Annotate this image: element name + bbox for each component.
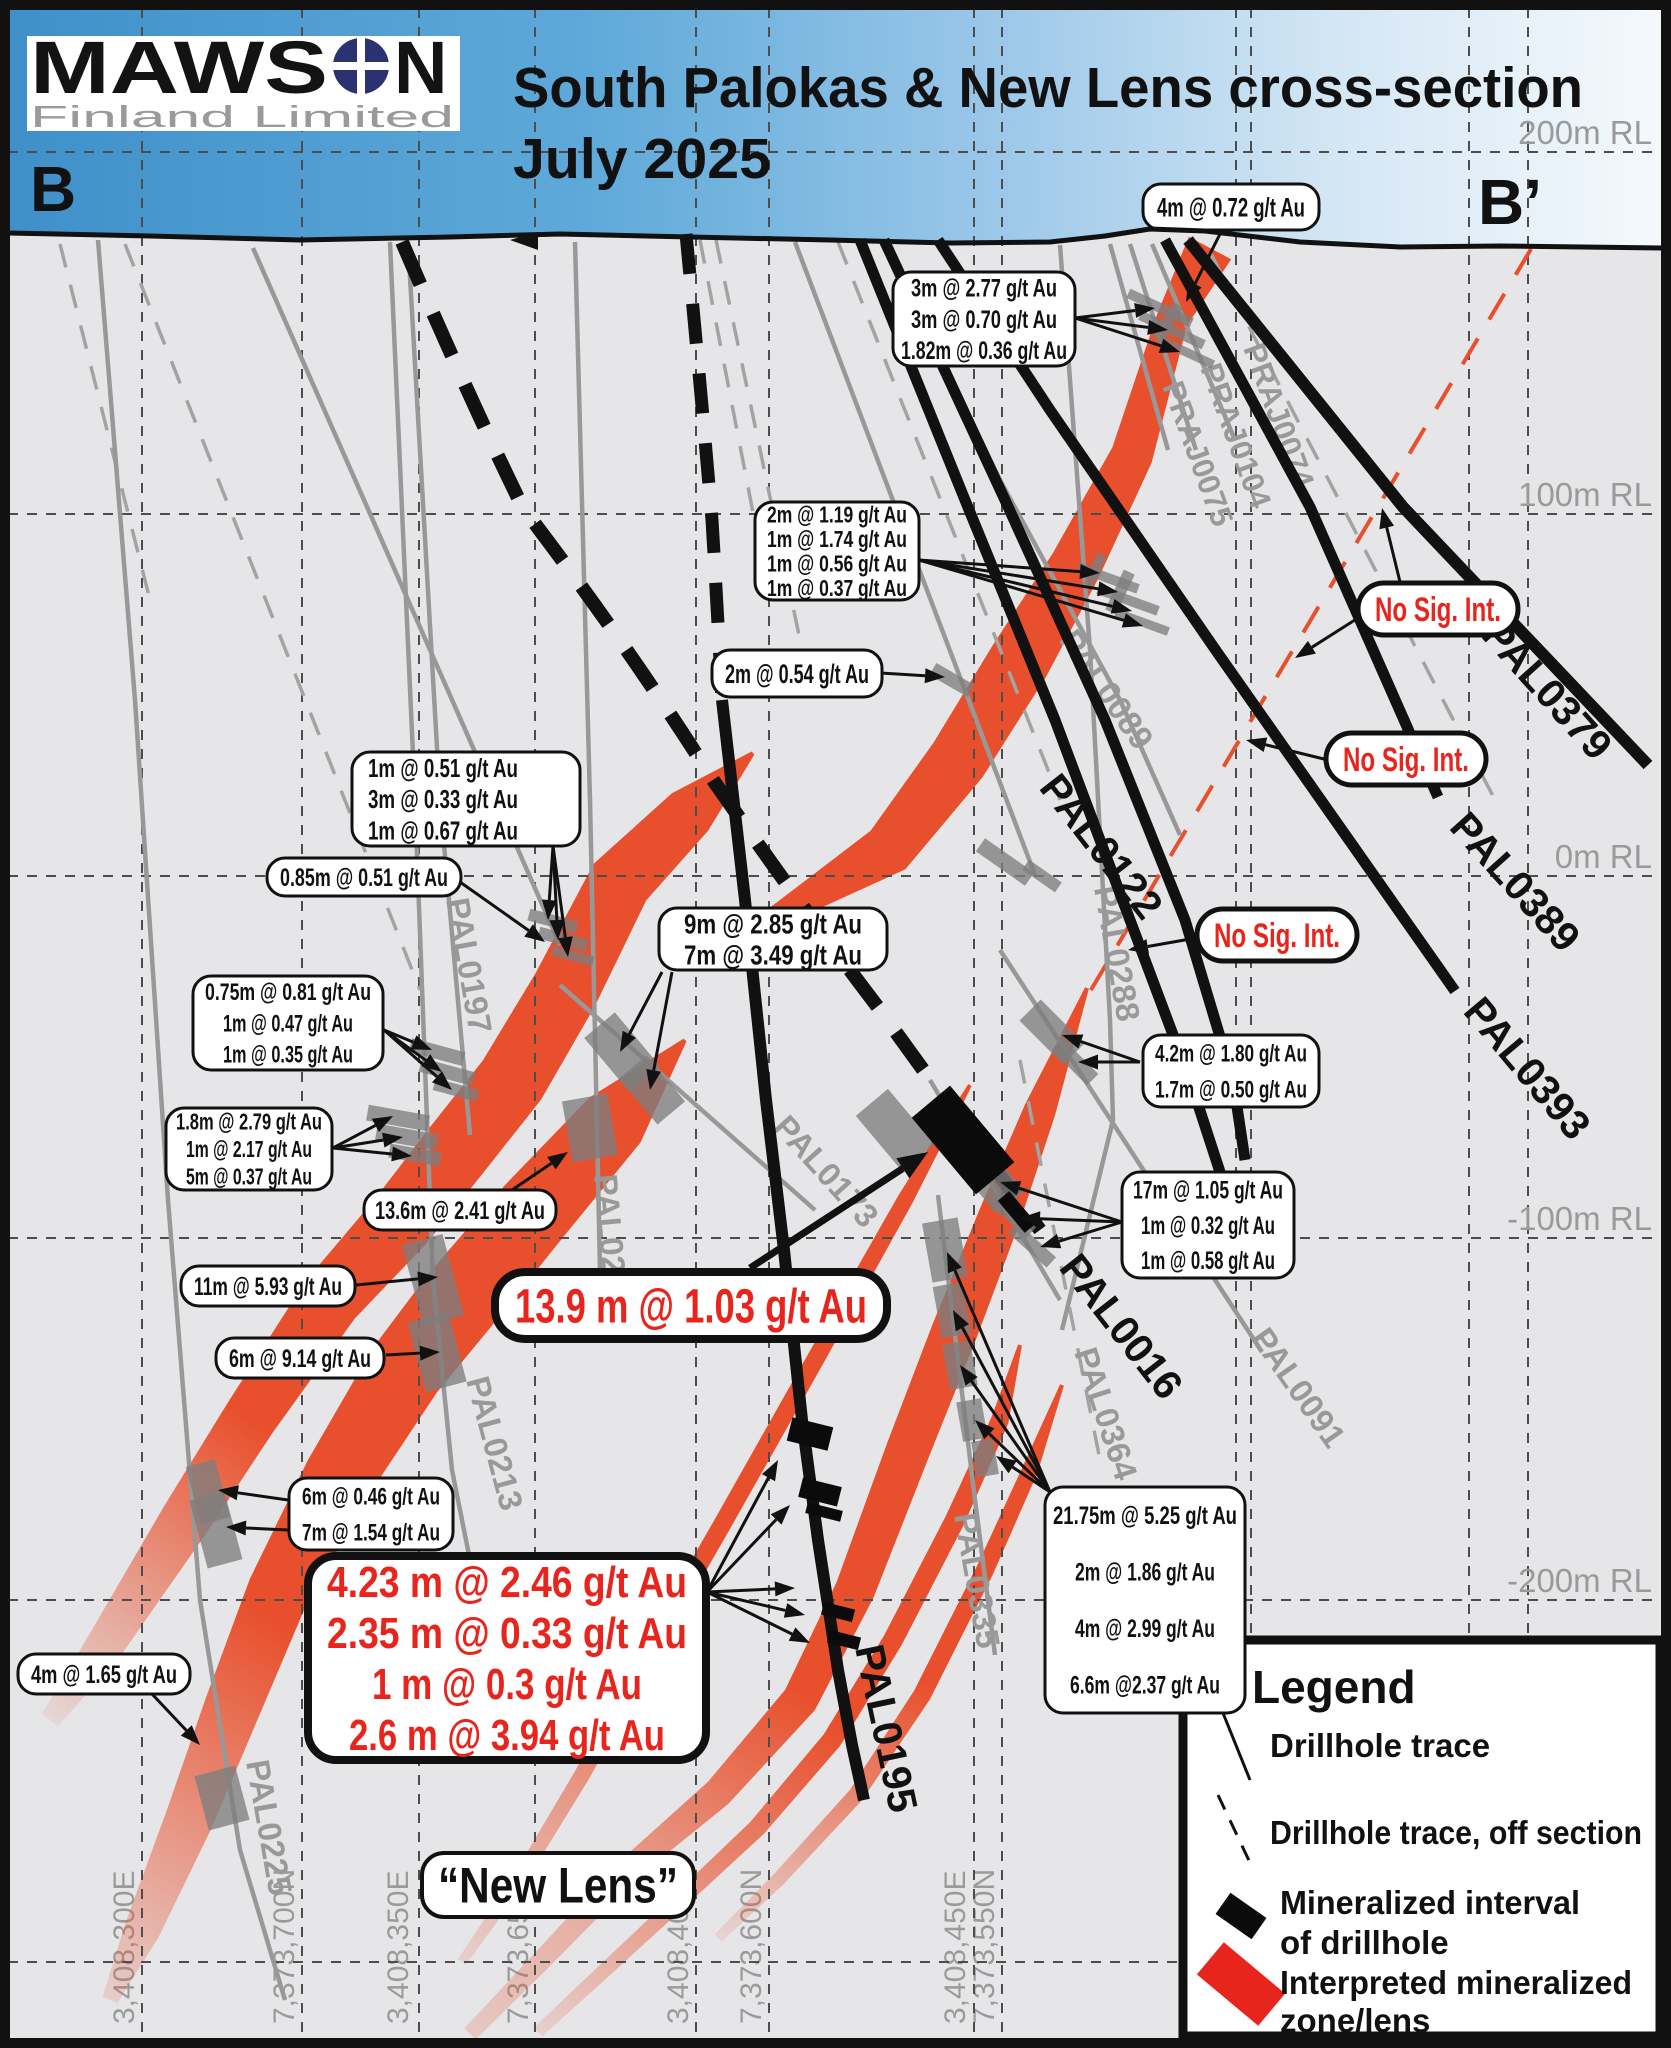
svg-text:N: N	[394, 26, 447, 109]
svg-text:MAWS: MAWS	[30, 26, 328, 109]
svg-text:1m @ 0.35 g/t Au: 1m @ 0.35 g/t Au	[223, 1042, 353, 1069]
svg-text:1.7m @ 0.50 g/t Au: 1.7m @ 0.50 g/t Au	[1155, 1076, 1307, 1103]
svg-text:1m @ 2.17 g/t Au: 1m @ 2.17 g/t Au	[186, 1136, 312, 1162]
svg-text:7m @ 3.49 g/t Au: 7m @ 3.49 g/t Au	[684, 939, 862, 970]
svg-text:17m @ 1.05 g/t Au: 17m @ 1.05 g/t Au	[1133, 1176, 1283, 1204]
svg-text:Interpreted mineralized: Interpreted mineralized	[1280, 1964, 1632, 2001]
svg-text:6m @ 9.14 g/t Au: 6m @ 9.14 g/t Au	[229, 1345, 371, 1373]
svg-text:-200m RL: -200m RL	[1507, 1562, 1652, 1599]
svg-text:4.2m @ 1.80 g/t Au: 4.2m @ 1.80 g/t Au	[1155, 1040, 1307, 1067]
svg-text:1.82m @ 0.36 g/t Au: 1.82m @ 0.36 g/t Au	[901, 337, 1067, 365]
svg-text:No Sig. Int.: No Sig. Int.	[1343, 741, 1469, 779]
svg-text:“New Lens”: “New Lens”	[438, 1858, 678, 1914]
svg-text:1m @ 0.67 g/t Au: 1m @ 0.67 g/t Au	[368, 815, 518, 845]
svg-text:0m RL: 0m RL	[1555, 838, 1652, 875]
svg-text:No Sig. Int.: No Sig. Int.	[1214, 917, 1340, 955]
svg-text:13.6m @ 2.41 g/t Au: 13.6m @ 2.41 g/t Au	[375, 1197, 545, 1225]
svg-text:6.6m @2.37 g/t Au: 6.6m @2.37 g/t Au	[1070, 1672, 1220, 1700]
svg-text:South Palokas & New Lens cross: South Palokas & New Lens cross-section	[513, 56, 1583, 120]
svg-text:1 m @ 0.3 g/t Au: 1 m @ 0.3 g/t Au	[372, 1660, 642, 1709]
svg-text:Drillhole trace: Drillhole trace	[1270, 1727, 1490, 1764]
svg-text:7,373,550N: 7,373,550N	[968, 1869, 1001, 2024]
svg-text:3,408,450E: 3,408,450E	[939, 1871, 972, 2024]
svg-text:zone/lens: zone/lens	[1280, 2002, 1430, 2039]
svg-text:4m @ 1.65 g/t Au: 4m @ 1.65 g/t Au	[31, 1661, 177, 1689]
svg-text:3,408,350E: 3,408,350E	[382, 1871, 415, 2024]
svg-text:-100m RL: -100m RL	[1507, 1200, 1652, 1237]
svg-text:6m @ 0.46 g/t Au: 6m @ 0.46 g/t Au	[302, 1483, 440, 1510]
svg-text:5m @ 0.37 g/t Au: 5m @ 0.37 g/t Au	[186, 1163, 312, 1189]
svg-text:Mineralized interval: Mineralized interval	[1280, 1884, 1580, 1921]
svg-text:1m @ 1.74 g/t Au: 1m @ 1.74 g/t Au	[767, 526, 907, 552]
svg-text:Legend: Legend	[1252, 1661, 1416, 1713]
svg-text:4m @ 2.99 g/t Au: 4m @ 2.99 g/t Au	[1075, 1615, 1215, 1643]
svg-text:4.23 m @ 2.46 g/t Au: 4.23 m @ 2.46 g/t Au	[327, 1558, 687, 1607]
svg-text:1m @ 0.32 g/t Au: 1m @ 0.32 g/t Au	[1141, 1212, 1275, 1240]
svg-text:B: B	[30, 153, 76, 225]
svg-text:2m @ 0.54 g/t Au: 2m @ 0.54 g/t Au	[725, 659, 869, 689]
svg-text:0.75m @ 0.81 g/t Au: 0.75m @ 0.81 g/t Au	[205, 979, 371, 1006]
svg-text:2m @ 1.86 g/t Au: 2m @ 1.86 g/t Au	[1075, 1559, 1215, 1587]
svg-text:9m @ 2.85 g/t Au: 9m @ 2.85 g/t Au	[684, 908, 862, 939]
svg-text:July 2025: July 2025	[513, 127, 771, 191]
svg-text:3m @ 0.70 g/t Au: 3m @ 0.70 g/t Au	[911, 306, 1057, 334]
svg-text:100m RL: 100m RL	[1518, 476, 1652, 513]
svg-text:3m @ 2.77 g/t Au: 3m @ 2.77 g/t Au	[911, 274, 1057, 302]
svg-text:Finland Limited: Finland Limited	[30, 99, 454, 134]
svg-text:13.9 m @ 1.03 g/t Au: 13.9 m @ 1.03 g/t Au	[515, 1280, 867, 1333]
svg-text:1m @ 0.51 g/t Au: 1m @ 0.51 g/t Au	[368, 753, 518, 783]
svg-text:No Sig. Int.: No Sig. Int.	[1375, 591, 1501, 629]
svg-text:0.85m @ 0.51 g/t Au: 0.85m @ 0.51 g/t Au	[280, 864, 448, 892]
svg-text:1m @ 0.56 g/t Au: 1m @ 0.56 g/t Au	[767, 550, 907, 576]
svg-text:Drillhole trace, off section: Drillhole trace, off section	[1270, 1814, 1642, 1851]
svg-text:3m @ 0.33 g/t Au: 3m @ 0.33 g/t Au	[368, 784, 518, 814]
svg-text:200m RL: 200m RL	[1518, 114, 1652, 151]
svg-text:11m @ 5.93 g/t Au: 11m @ 5.93 g/t Au	[194, 1273, 342, 1301]
svg-text:2m @ 1.19 g/t Au: 2m @ 1.19 g/t Au	[767, 501, 907, 527]
svg-text:B’: B’	[1478, 166, 1542, 238]
svg-text:1m @ 0.37 g/t Au: 1m @ 0.37 g/t Au	[767, 575, 907, 601]
svg-text:21.75m @ 5.25 g/t Au: 21.75m @ 5.25 g/t Au	[1053, 1502, 1237, 1530]
svg-text:1m @ 0.58 g/t Au: 1m @ 0.58 g/t Au	[1141, 1247, 1275, 1275]
svg-text:1m @ 0.47 g/t Au: 1m @ 0.47 g/t Au	[223, 1010, 353, 1037]
svg-text:2.35 m @ 0.33 g/t Au: 2.35 m @ 0.33 g/t Au	[327, 1609, 687, 1658]
svg-text:of drillhole: of drillhole	[1280, 1924, 1449, 1961]
svg-text:2.6 m @ 3.94 g/t Au: 2.6 m @ 3.94 g/t Au	[349, 1711, 665, 1760]
svg-text:1.8m @ 2.79 g/t Au: 1.8m @ 2.79 g/t Au	[176, 1109, 322, 1135]
svg-text:7m @ 1.54 g/t Au: 7m @ 1.54 g/t Au	[302, 1519, 440, 1546]
svg-text:4m @ 0.72 g/t Au: 4m @ 0.72 g/t Au	[1157, 192, 1305, 222]
